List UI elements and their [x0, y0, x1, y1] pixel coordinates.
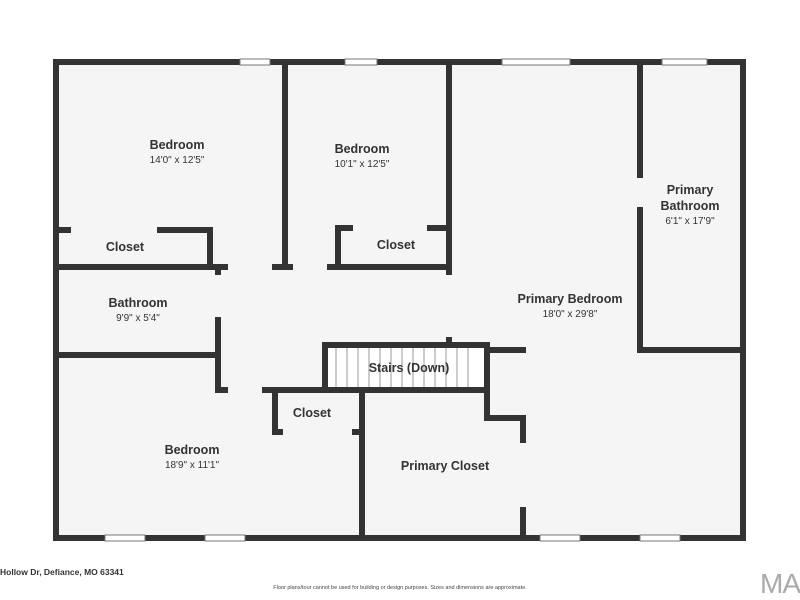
room-dims-bedroom-3: 18'9" x 11'1": [165, 460, 220, 471]
room-dims-bedroom-1: 14'0" x 12'5": [150, 155, 205, 166]
room-label-closet-3: Closet: [293, 406, 332, 420]
room-label-primary-bedroom: Primary Bedroom: [518, 292, 623, 306]
room-label-bedroom-2: Bedroom: [335, 142, 390, 156]
room-dims-bathroom: 9'9" x 5'4": [116, 313, 160, 324]
logo: MA: [760, 568, 800, 599]
room-dims-bedroom-2: 10'1" x 12'5": [335, 159, 390, 170]
room-label-primary-bathroom-2: Bathroom: [660, 199, 719, 213]
room-label-primary-closet: Primary Closet: [401, 459, 490, 473]
room-label-bathroom: Bathroom: [108, 296, 167, 310]
room-dims-primary-bathroom: 6'1" x 17'9": [665, 216, 715, 227]
room-label-primary-bathroom-1: Primary: [667, 183, 714, 197]
room-dims-primary-bedroom: 18'0" x 29'8": [543, 309, 598, 320]
windows: [104, 58, 708, 542]
address: Hollow Dr, Defiance, MO 63341: [0, 567, 124, 577]
stairs-treads: [325, 346, 487, 390]
disclaimer: Floor plans/tour cannot be used for buil…: [273, 585, 527, 591]
room-label-bedroom-3: Bedroom: [165, 443, 220, 457]
floor-area: [56, 62, 743, 538]
walls: [53, 59, 746, 541]
room-label-stairs: Stairs (Down): [369, 361, 450, 375]
room-label-closet-2: Closet: [377, 238, 416, 252]
room-label-closet-1: Closet: [106, 240, 145, 254]
room-label-bedroom-1: Bedroom: [150, 138, 205, 152]
